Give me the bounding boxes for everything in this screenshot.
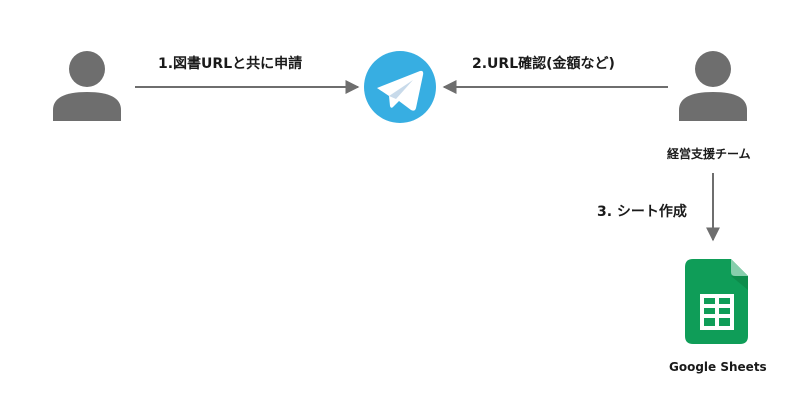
telegram-icon	[364, 51, 436, 123]
edge-label-create-sheet: 3. シート作成	[597, 204, 687, 220]
team-label: 経営支援チーム	[667, 147, 751, 161]
google-sheets-icon	[685, 259, 748, 344]
edge-label-apply: 1.図書URLと共に申請	[158, 56, 303, 72]
sheets-label: Google Sheets	[669, 360, 767, 374]
requester-person-icon	[53, 51, 121, 121]
edge-label-confirm: 2.URL確認(金額など)	[472, 56, 615, 72]
team-person-icon	[679, 51, 747, 121]
